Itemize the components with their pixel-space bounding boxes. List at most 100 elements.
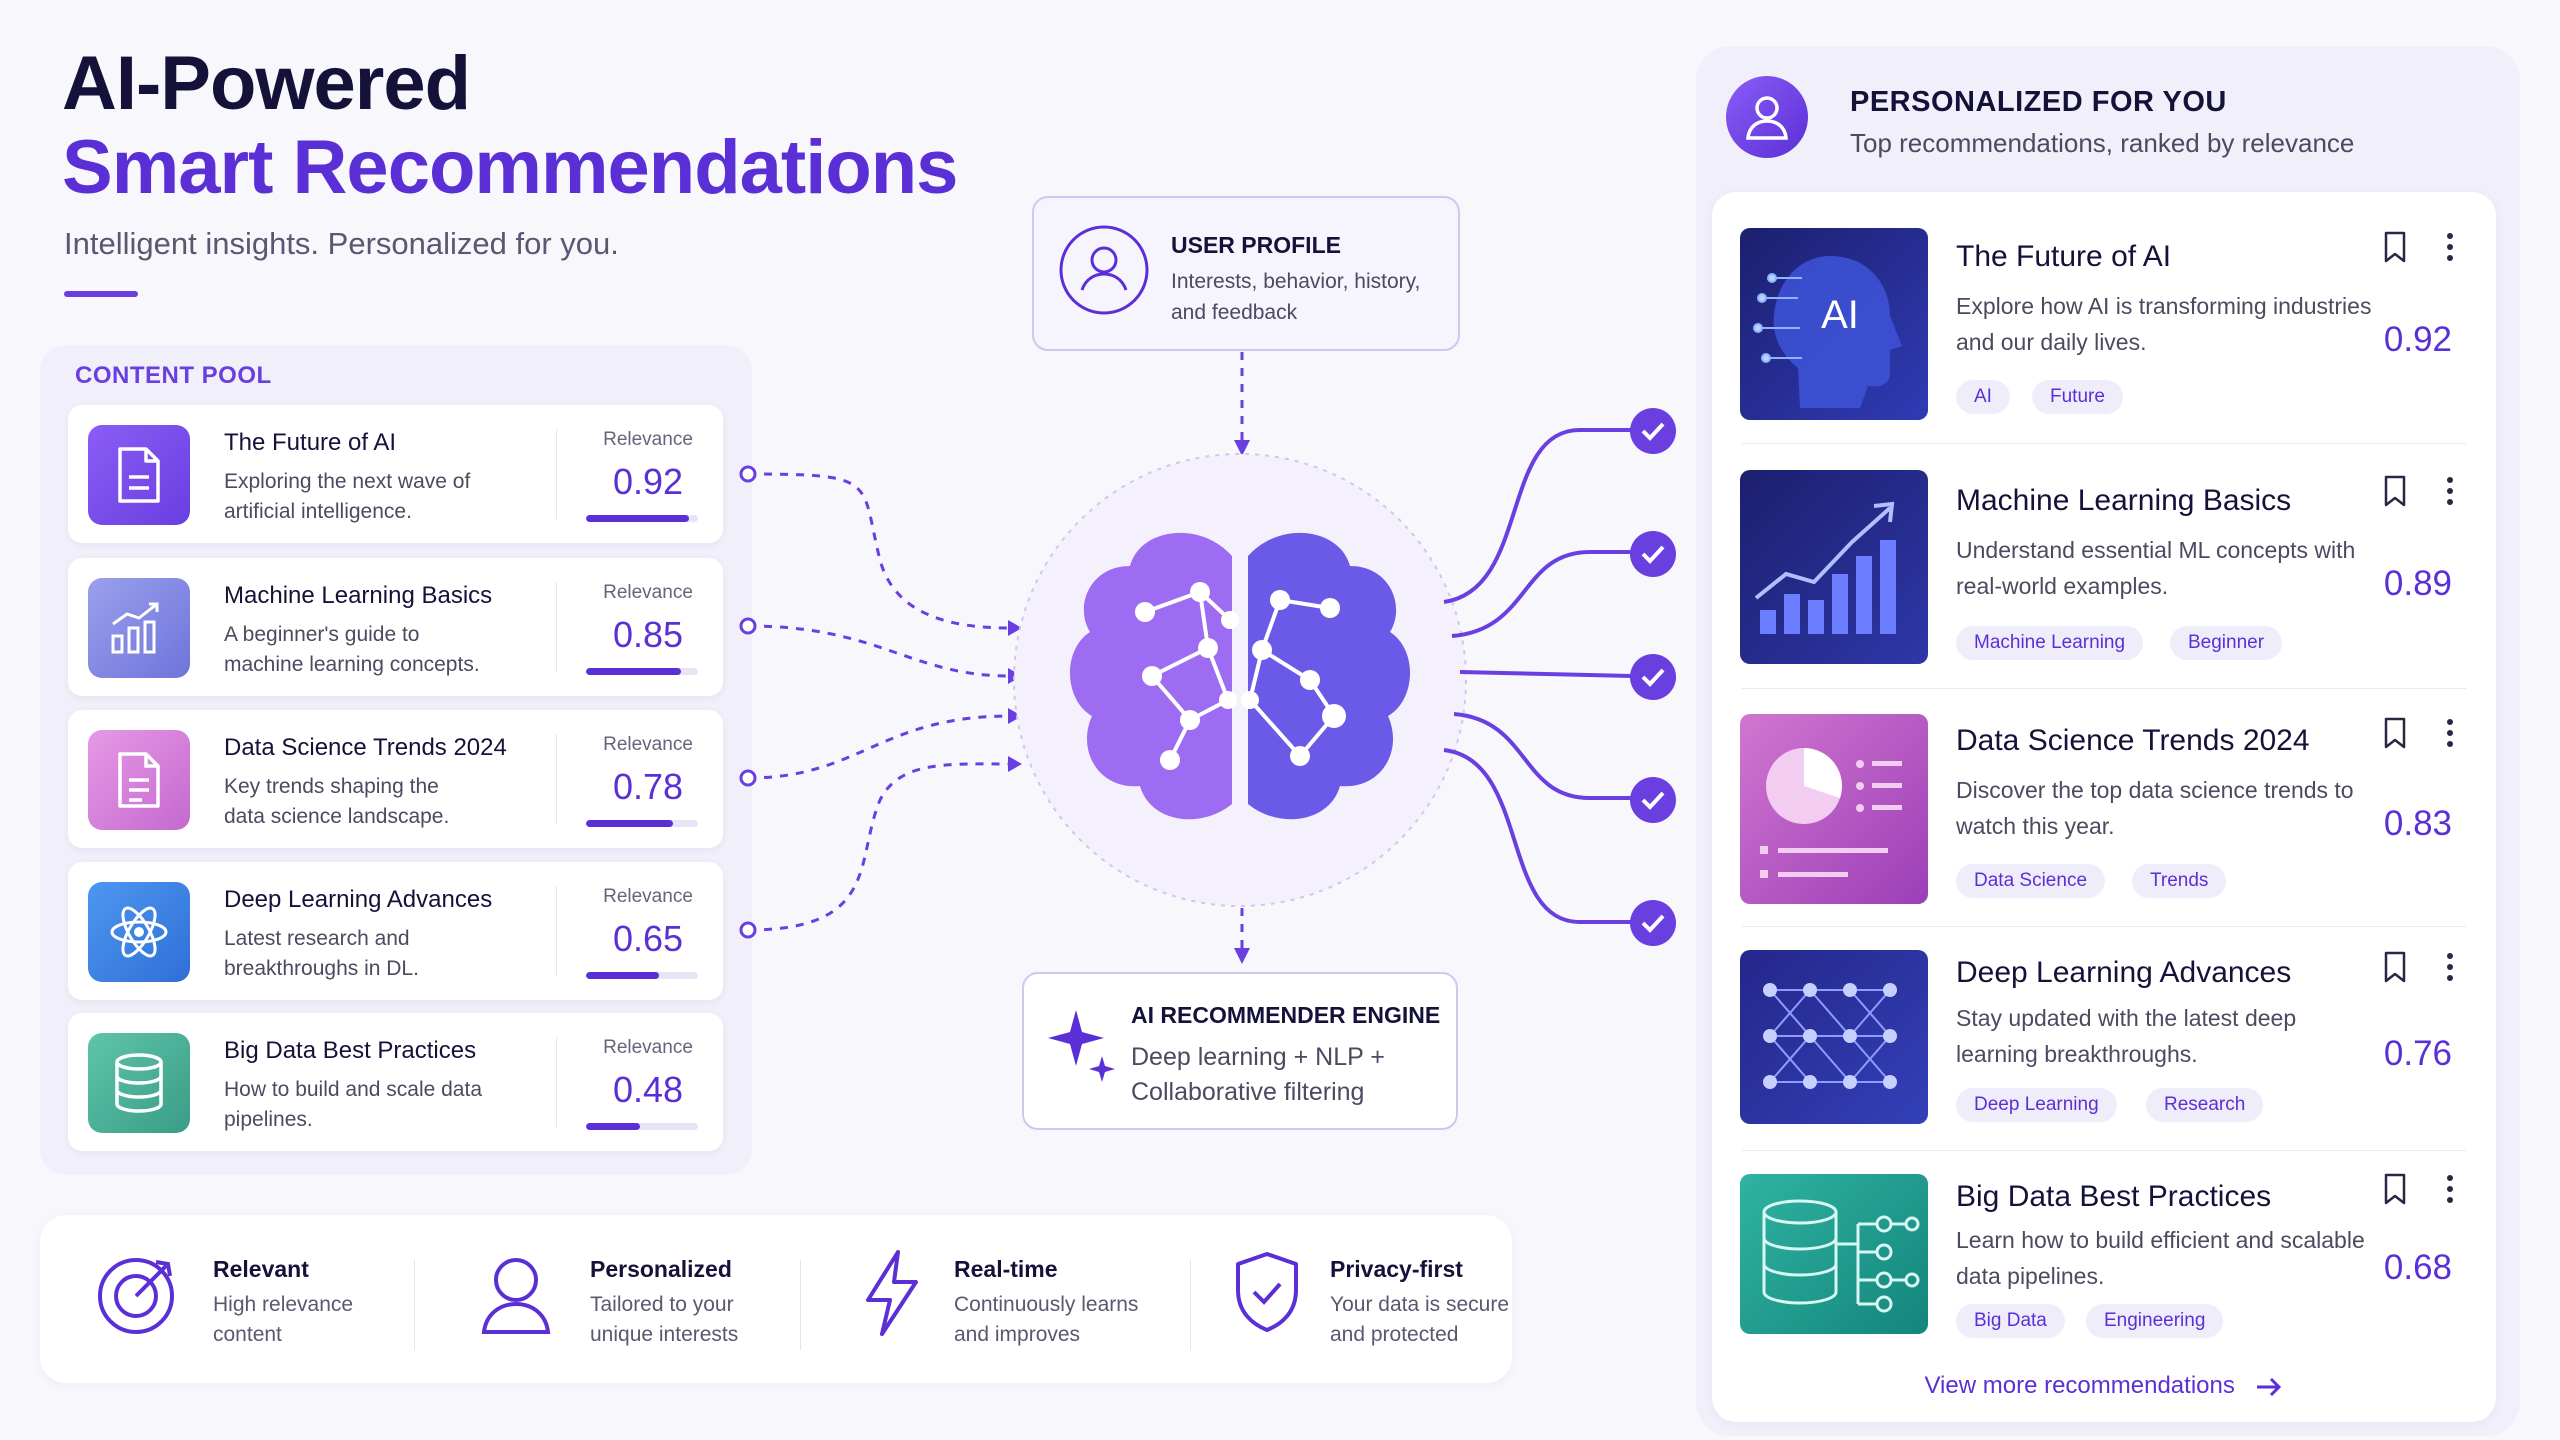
relevance-bar <box>586 972 698 979</box>
rec-desc: Learn how to build efficient and scalabl… <box>1956 1227 2365 1289</box>
more-vertical-icon[interactable] <box>2442 230 2458 269</box>
check-icon <box>1628 775 1678 830</box>
relevance-bar-fill <box>586 1123 640 1130</box>
rec-tag[interactable]: Data Science <box>1956 864 2106 898</box>
pool-card[interactable]: Data Science Trends 2024 Key trends shap… <box>68 710 723 848</box>
rec-desc: Understand essential ML concepts with re… <box>1956 537 2356 599</box>
engine-desc: Deep learning + NLP + Collaborative filt… <box>1131 1043 1385 1106</box>
relevance-value: 0.78 <box>612 766 684 807</box>
pool-card[interactable]: Machine Learning Basics A beginner's gui… <box>68 558 723 696</box>
recommendation-card[interactable]: Deep Learning Advances Stay updated with… <box>1712 950 2496 1130</box>
feature-relevant: Relevant High relevance content <box>96 1240 426 1360</box>
pool-card[interactable]: Deep Learning Advances Latest research a… <box>68 862 723 1000</box>
rec-tag[interactable]: Big Data <box>1956 1304 2065 1338</box>
rec-tag[interactable]: Engineering <box>2086 1304 2224 1338</box>
bookmark-icon[interactable] <box>2380 474 2410 513</box>
engine-box <box>1022 972 1458 1130</box>
relevance-bar-fill <box>586 668 682 675</box>
relevance-label: Relevance <box>603 1037 693 1058</box>
rec-title: The Future of AI <box>1956 240 2172 273</box>
rec-tag[interactable]: Deep Learning <box>1956 1088 2117 1122</box>
feature-desc: High relevance content <box>213 1293 354 1346</box>
relevance-bar <box>586 515 698 522</box>
connector-dots <box>739 465 757 939</box>
feature-title: Real-time <box>954 1256 1058 1282</box>
database-network-image <box>1740 1174 1928 1334</box>
rec-tag[interactable]: Research <box>2146 1088 2264 1122</box>
rec-score: 0.68 <box>2383 1248 2452 1287</box>
relevance-value: 0.92 <box>612 461 684 502</box>
rec-desc: Stay updated with the latest deep learni… <box>1956 1005 2297 1067</box>
rec-divider <box>1742 443 2466 444</box>
bookmark-icon[interactable] <box>2380 230 2410 269</box>
relevance-bar <box>586 668 698 675</box>
rec-title: Machine Learning Basics <box>1956 484 2292 517</box>
bookmark-icon[interactable] <box>2380 1172 2410 1211</box>
pool-card-title: Deep Learning Advances <box>224 886 493 913</box>
output-connectors <box>1443 428 1633 924</box>
recommendation-card[interactable]: Machine Learning Basics Understand essen… <box>1712 470 2496 670</box>
rec-desc: Discover the top data science trends to … <box>1956 777 2354 839</box>
feature-title: Relevant <box>213 1256 309 1282</box>
rec-tag[interactable]: Future <box>2032 380 2123 414</box>
relevance-value: 0.48 <box>612 1069 684 1110</box>
pool-card-divider <box>556 1037 557 1127</box>
feature-title: Personalized <box>590 1256 732 1282</box>
atom-icon <box>88 882 190 982</box>
check-icon <box>1628 652 1678 707</box>
feature-privacy: Privacy-first Your data is secure and pr… <box>1234 1240 1524 1360</box>
pool-card-title: Big Data Best Practices <box>224 1037 477 1064</box>
rec-tag[interactable]: Beginner <box>2170 626 2283 660</box>
neural-network-image <box>1740 950 1928 1124</box>
rec-divider <box>1742 688 2466 689</box>
rec-title: Data Science Trends 2024 <box>1956 724 2310 757</box>
bookmark-icon[interactable] <box>2380 716 2410 755</box>
view-more-link[interactable]: View more recommendations <box>1712 1372 2496 1400</box>
recommendation-card[interactable]: Data Science Trends 2024 Discover the to… <box>1712 712 2496 912</box>
sparkles-icon <box>1046 1006 1116 1091</box>
rec-tag[interactable]: AI <box>1956 380 2010 414</box>
bookmark-icon[interactable] <box>2380 950 2410 989</box>
relevance-value: 0.65 <box>612 918 684 959</box>
bar-chart-icon <box>88 578 190 678</box>
document-icon <box>88 730 190 830</box>
more-vertical-icon[interactable] <box>2442 950 2458 989</box>
pool-card-title: Machine Learning Basics <box>224 582 493 609</box>
recommendation-card[interactable]: AI The Future of AI Explore how AI is tr… <box>1712 226 2496 426</box>
pool-card[interactable]: Big Data Best Practices How to build and… <box>68 1013 723 1151</box>
pool-card-divider <box>556 886 557 976</box>
page-subtitle: Intelligent insights. Personalized for y… <box>64 226 619 261</box>
rec-score: 0.92 <box>2383 320 2452 359</box>
accent-divider <box>64 291 138 297</box>
pie-chart-image <box>1740 714 1928 904</box>
relevance-bar <box>586 820 698 827</box>
engine-title: AI RECOMMENDER ENGINE <box>1131 1002 1441 1028</box>
pool-card-desc: A beginner's guide to machine learning c… <box>224 623 480 676</box>
rec-tag[interactable]: Trends <box>2132 864 2227 898</box>
rec-score: 0.76 <box>2383 1034 2452 1073</box>
more-vertical-icon[interactable] <box>2442 716 2458 755</box>
view-more-label: View more recommendations <box>1924 1372 2235 1399</box>
user-icon <box>478 1252 554 1341</box>
more-vertical-icon[interactable] <box>2442 474 2458 513</box>
pool-card[interactable]: The Future of AI Exploring the next wave… <box>68 405 723 543</box>
feature-divider <box>414 1260 415 1350</box>
rec-tag[interactable]: Machine Learning <box>1956 626 2144 660</box>
growth-chart-image <box>1740 470 1928 664</box>
feature-divider <box>800 1260 801 1350</box>
page-title-line2: Smart Recommendations <box>62 125 958 210</box>
document-icon <box>88 425 190 525</box>
content-pool-label: CONTENT POOL <box>75 362 272 389</box>
pool-card-title: The Future of AI <box>224 429 397 456</box>
rec-divider <box>1742 926 2466 927</box>
user-icon <box>1058 224 1150 321</box>
relevance-label: Relevance <box>603 582 693 603</box>
rec-divider <box>1742 1150 2466 1151</box>
pool-card-divider <box>556 582 557 672</box>
more-vertical-icon[interactable] <box>2442 1172 2458 1211</box>
shield-check-icon <box>1234 1250 1300 1339</box>
feature-title: Privacy-first <box>1330 1256 1463 1282</box>
recommendation-card[interactable]: Big Data Best Practices Learn how to bui… <box>1712 1172 2496 1342</box>
database-icon <box>88 1033 190 1133</box>
